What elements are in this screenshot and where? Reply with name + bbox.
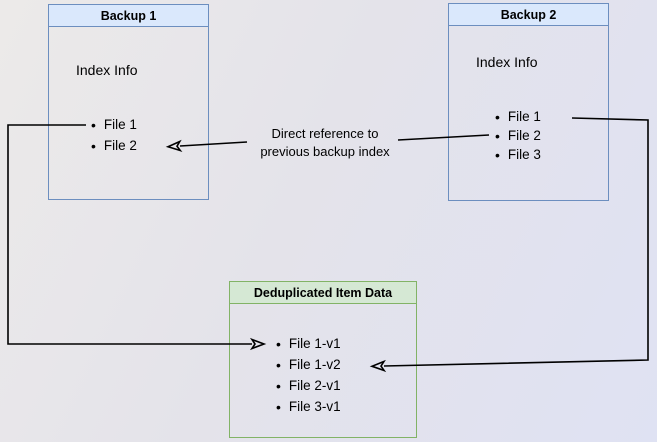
list-item: • File 1-v1 bbox=[276, 333, 341, 354]
list-item-label: File 1 bbox=[507, 109, 541, 124]
backup1-box: Backup 1 Index Info • File 1 • File 2 bbox=[48, 4, 209, 200]
bullet-icon: • bbox=[495, 108, 500, 125]
backup1-file-list: • File 1 • File 2 bbox=[91, 114, 137, 156]
list-item: • File 2 bbox=[91, 135, 137, 156]
bullet-icon: • bbox=[495, 127, 500, 144]
list-item: • File 1 bbox=[495, 107, 541, 126]
bullet-icon: • bbox=[495, 146, 500, 163]
list-item-label: File 3 bbox=[507, 147, 541, 162]
list-item-label: File 1 bbox=[103, 117, 137, 132]
list-item-label: File 1-v1 bbox=[288, 336, 341, 351]
backup1-header: Backup 1 bbox=[49, 5, 208, 27]
list-item: • File 2 bbox=[495, 126, 541, 145]
backup2-header: Backup 2 bbox=[449, 4, 608, 26]
direct-reference-annotation: Direct reference to previous backup inde… bbox=[235, 125, 415, 161]
list-item: • File 2-v1 bbox=[276, 375, 341, 396]
backup1-index-info-label: Index Info bbox=[76, 62, 138, 78]
bullet-icon: • bbox=[276, 398, 281, 415]
backup2-file-list: • File 1 • File 2 • File 3 bbox=[495, 107, 541, 164]
list-item: • File 1-v2 bbox=[276, 354, 341, 375]
list-item-label: File 3-v1 bbox=[288, 399, 341, 414]
list-item-label: File 1-v2 bbox=[288, 357, 341, 372]
bullet-icon: • bbox=[91, 116, 96, 133]
list-item: • File 1 bbox=[91, 114, 137, 135]
dedup-box: Deduplicated Item Data • File 1-v1 • Fil… bbox=[229, 281, 417, 438]
list-item-label: File 2 bbox=[103, 138, 137, 153]
annotation-line-2: previous backup index bbox=[260, 144, 390, 159]
bullet-icon: • bbox=[91, 137, 96, 154]
list-item-label: File 2-v1 bbox=[288, 378, 341, 393]
annotation-line-1: Direct reference to bbox=[271, 126, 379, 141]
list-item: • File 3-v1 bbox=[276, 396, 341, 417]
bullet-icon: • bbox=[276, 377, 281, 394]
dedup-file-list: • File 1-v1 • File 1-v2 • File 2-v1 • Fi… bbox=[276, 333, 341, 417]
backup2-index-info-label: Index Info bbox=[476, 54, 538, 70]
bullet-icon: • bbox=[276, 335, 281, 352]
list-item-label: File 2 bbox=[507, 128, 541, 143]
backup2-box: Backup 2 Index Info • File 1 • File 2 • … bbox=[448, 3, 609, 201]
list-item: • File 3 bbox=[495, 145, 541, 164]
dedup-header: Deduplicated Item Data bbox=[230, 282, 416, 304]
bullet-icon: • bbox=[276, 356, 281, 373]
